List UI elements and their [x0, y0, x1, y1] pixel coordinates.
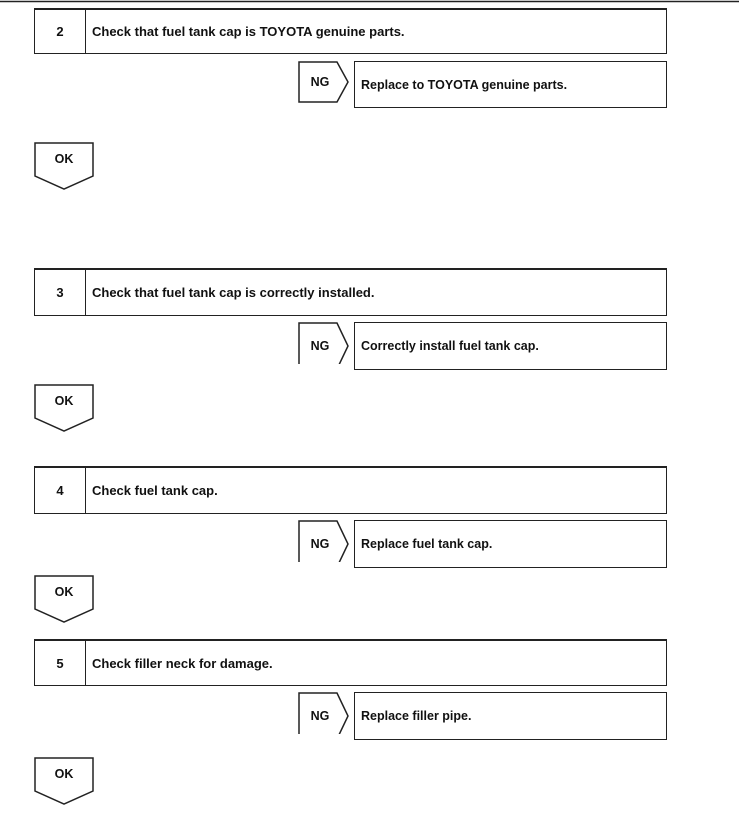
- ok-arrow-tag: [34, 384, 94, 432]
- step-box-2: 2 Check that fuel tank cap is TOYOTA gen…: [34, 8, 667, 54]
- ok-branch-4: OK: [34, 575, 94, 623]
- ng-arrow-tag: [298, 520, 349, 562]
- ok-label: OK: [54, 767, 74, 781]
- step-number: 5: [35, 641, 86, 685]
- ng-action-box: Replace fuel tank cap.: [354, 520, 667, 568]
- ok-arrow-tag: [34, 575, 94, 623]
- ok-label: OK: [54, 152, 74, 166]
- step-box-3: 3 Check that fuel tank cap is correctly …: [34, 268, 667, 316]
- ng-label: NG: [310, 75, 330, 89]
- ng-action-box: Correctly install fuel tank cap.: [354, 322, 667, 370]
- step-title: Check filler neck for damage.: [92, 655, 273, 671]
- ng-branch-4: NG Replace fuel tank cap.: [298, 520, 668, 568]
- ok-arrow-tag: [34, 142, 94, 190]
- ng-action-box: Replace to TOYOTA genuine parts.: [354, 61, 667, 108]
- step-title: Check that fuel tank cap is TOYOTA genui…: [92, 24, 405, 39]
- ng-branch-2: NG Replace to TOYOTA genuine parts.: [298, 61, 668, 109]
- ng-branch-5: NG Replace filler pipe.: [298, 692, 668, 740]
- step-box-5: 5 Check filler neck for damage.: [34, 639, 667, 686]
- step-number: 3: [35, 270, 86, 315]
- ok-branch-5: OK: [34, 757, 94, 805]
- ng-action-box: Replace filler pipe.: [354, 692, 667, 740]
- step-box-4: 4 Check fuel tank cap.: [34, 466, 667, 514]
- ng-label: NG: [310, 709, 330, 723]
- ng-arrow-tag: [298, 322, 349, 364]
- ok-arrow-tag: [34, 757, 94, 805]
- ng-arrow-tag: [298, 61, 349, 103]
- top-rule: [0, 0, 739, 3]
- ok-label: OK: [54, 585, 74, 599]
- ng-arrow-tag: [298, 692, 349, 734]
- step-number: 4: [35, 468, 86, 513]
- step-title: Check that fuel tank cap is correctly in…: [92, 285, 375, 300]
- step-number: 2: [35, 10, 86, 53]
- ng-label: NG: [310, 339, 330, 353]
- ok-label: OK: [54, 394, 74, 408]
- ok-branch-2: OK: [34, 142, 94, 190]
- ng-label: NG: [310, 537, 330, 551]
- step-title: Check fuel tank cap.: [92, 483, 218, 498]
- ng-branch-3: NG Correctly install fuel tank cap.: [298, 322, 668, 370]
- ok-branch-3: OK: [34, 384, 94, 432]
